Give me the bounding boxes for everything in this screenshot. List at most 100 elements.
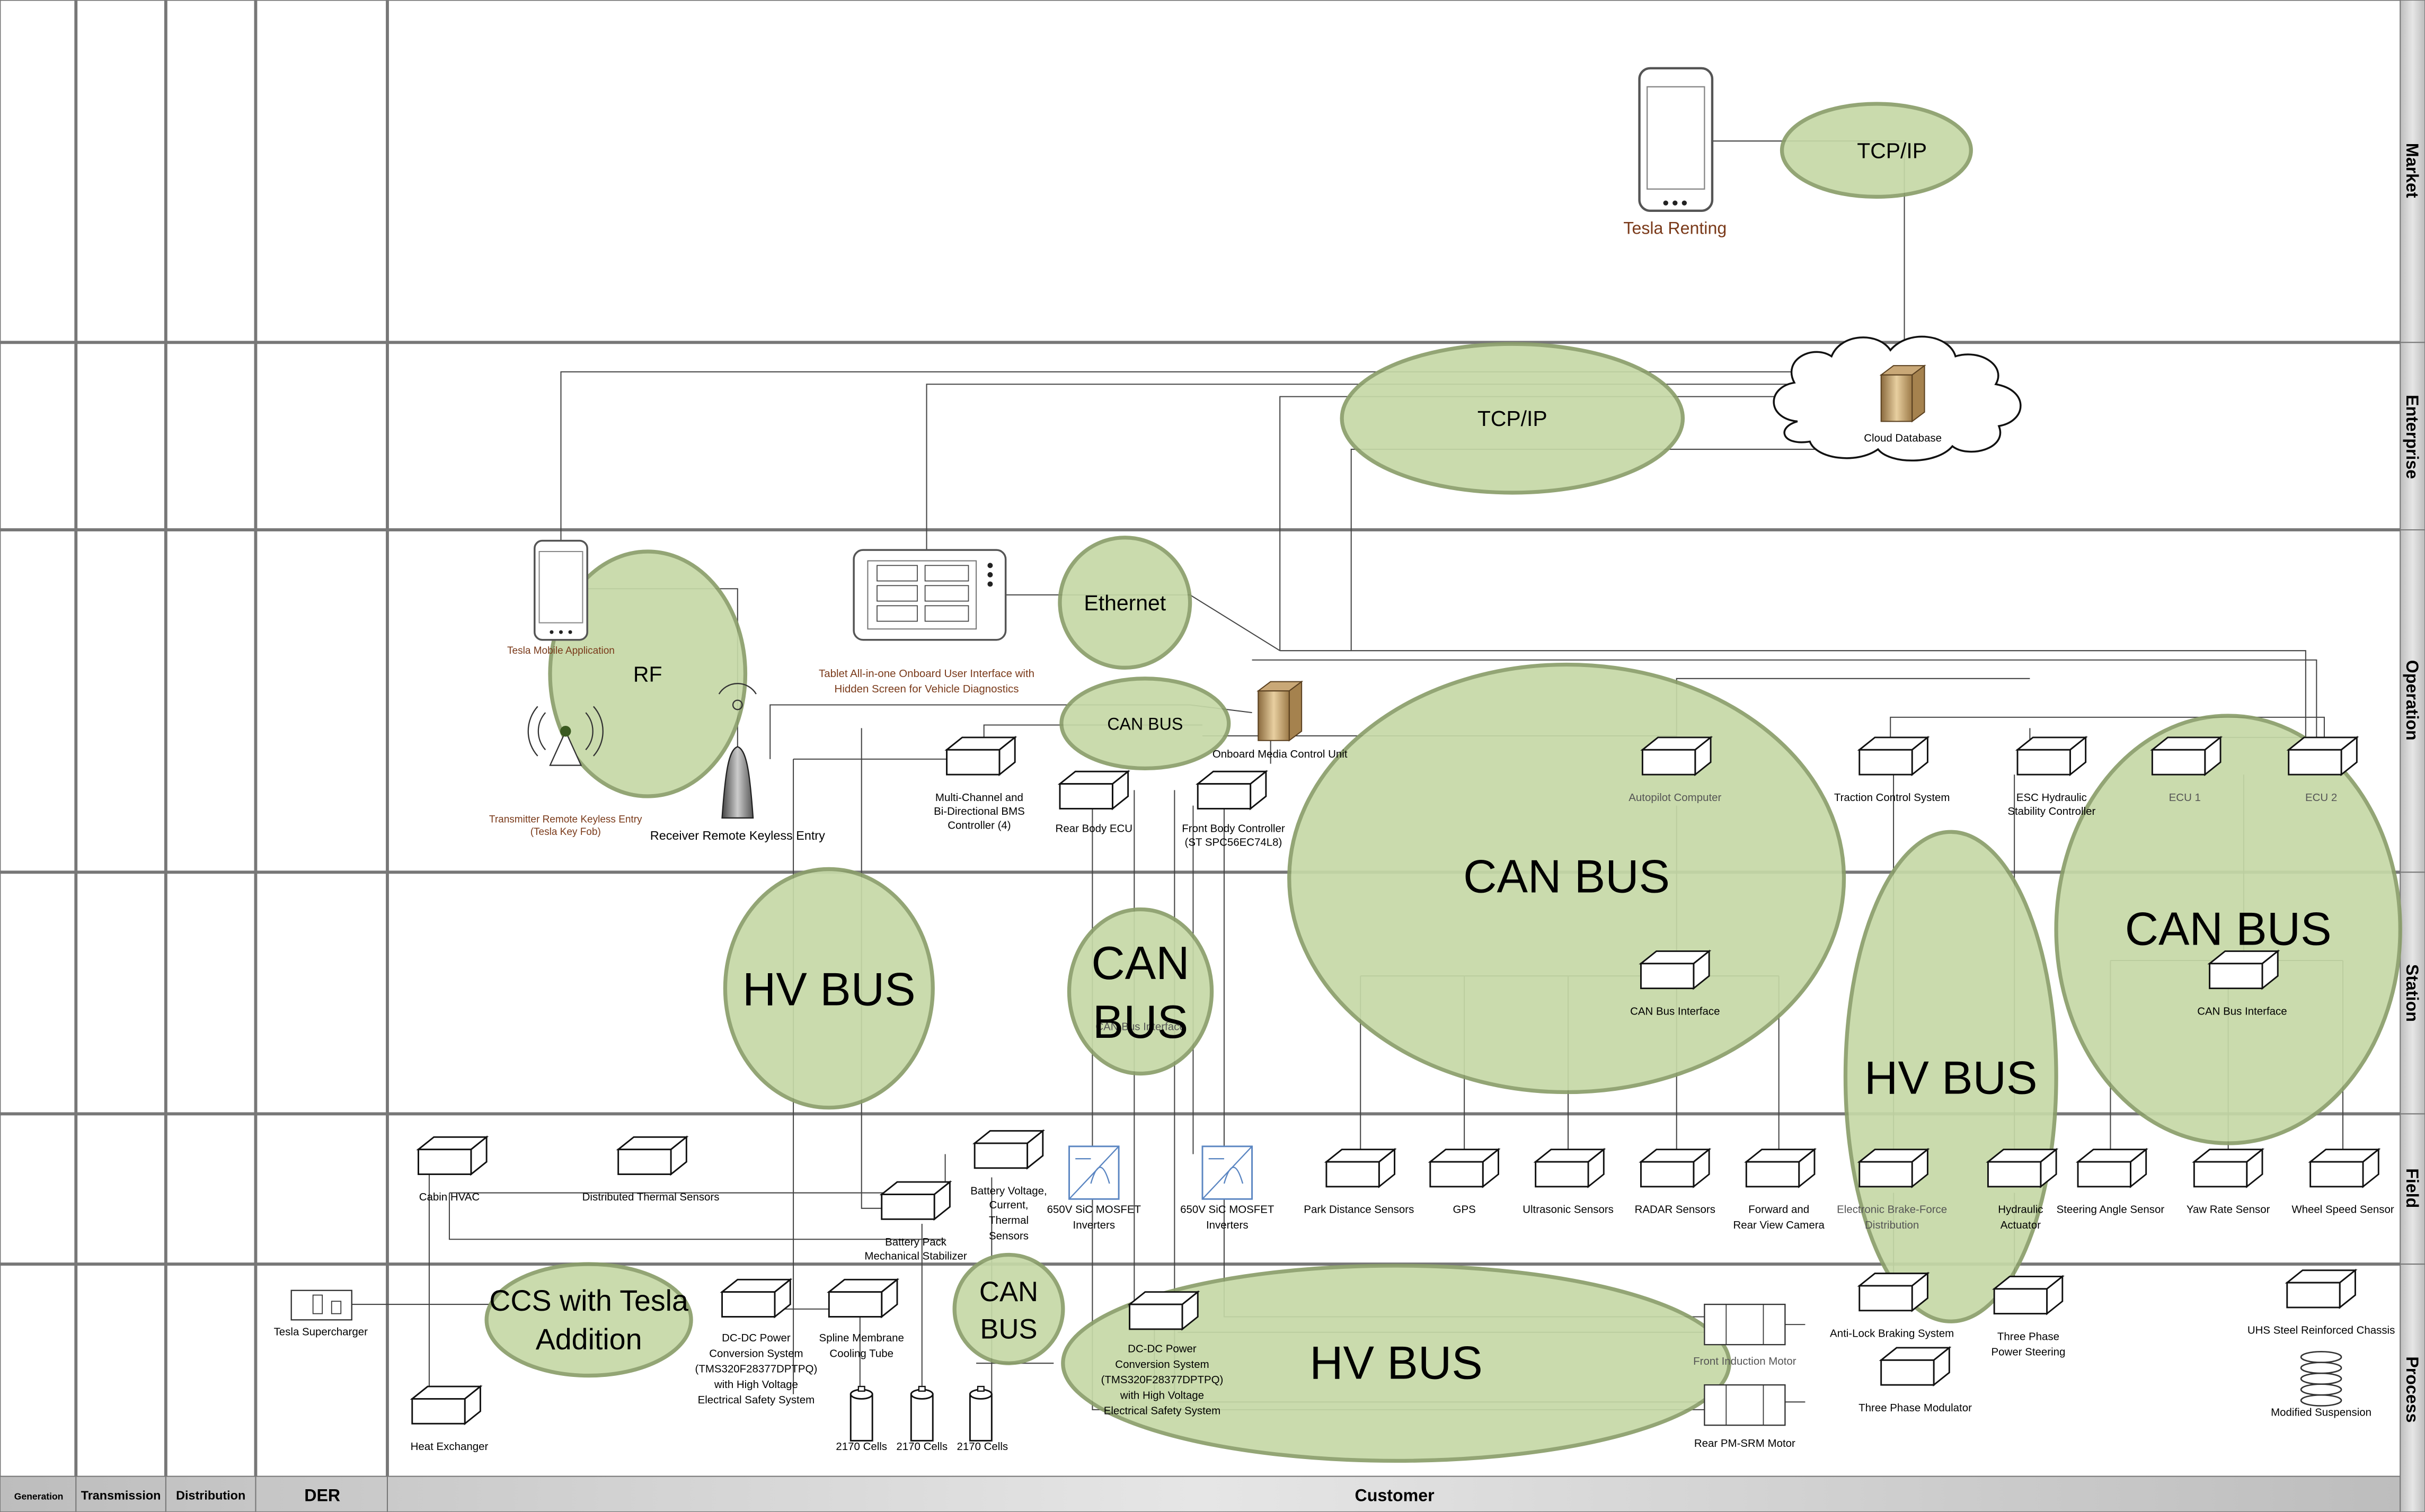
cell-2-icon [910,1385,934,1442]
mobile-phone-icon [534,539,588,641]
traction-control-label: Traction Control System [1834,791,1950,804]
lane-field: Field [2403,1168,2422,1208]
dcdc1-line1: DC-DC Power [722,1332,791,1344]
cells3-label: 2170 Cells [957,1440,1008,1453]
spline-tube-box [828,1278,898,1318]
transmitter-label-line2: (Tesla Key Fob) [530,826,601,838]
lane-bar: Market Enterprise Operation Station Fiel… [2400,0,2425,1512]
zone-hv-left [723,867,935,1110]
zone-can-small [1059,677,1231,771]
receiver-keyless-label: Receiver Remote Keyless Entry [650,829,825,842]
rear-body-ecu-box [1059,770,1129,810]
yaw-rate-box [2193,1149,2263,1188]
can-interface-right-label: CAN Bus Interface [2197,1005,2287,1017]
thermal-sensors-label: Distributed Thermal Sensors [582,1191,720,1203]
cabin-hvac-label: Cabin HVAC [419,1191,480,1203]
column-header-bar: Generation Transmission Distribution DER… [0,1475,2401,1512]
hydraulic-line1: Hydraulic [1998,1204,2043,1216]
inverter-icon-2 [1201,1145,1253,1200]
zone-rf-label: RF [633,662,662,687]
cells2-label: 2170 Cells [896,1440,948,1453]
zone-can-mid [1067,907,1214,1076]
battery-sensors-line3: Thermal [989,1214,1029,1226]
yaw-rate-label: Yaw Rate Sensor [2187,1204,2270,1216]
esc-label-line1: ESC Hydraulic [2016,791,2087,804]
battery-pack-box [881,1181,951,1220]
zone-can-right [2054,714,2402,1145]
battery-sensors-box [973,1130,1044,1169]
hydraulic-actuator-box [1987,1149,2057,1188]
zone-hv-right-label: HV BUS [1864,1052,2038,1104]
ecu1-label: ECU 1 [2169,791,2201,804]
hydraulic-line2: Actuator [2001,1219,2041,1231]
battery-sensors-line4: Sensors [989,1230,1029,1242]
dcdc1-line5: Electrical Safety System [698,1394,815,1406]
supercharger-icon [290,1289,352,1321]
park-sensors-label: Park Distance Sensors [1304,1204,1414,1216]
dcdc2-box [1129,1291,1199,1330]
zone-labels: TCP/IP TCP/IP Ethernet CAN BUS RF CAN BU… [489,138,2331,1389]
column-der: DER [304,1486,340,1505]
rear-motor-label: Rear PM-SRM Motor [1694,1437,1795,1449]
chassis-label: UHS Steel Reinforced Chassis [2247,1324,2395,1337]
tesla-renting-label: Tesla Renting [1623,219,1727,238]
can-interface-mid-label: CAN Bus Interface [1095,1021,1185,1033]
lane-market: Market [2403,143,2422,198]
dcdc1-line4: with High Voltage [714,1378,798,1391]
steering-angle-box [2077,1149,2147,1188]
tesla-renting-phone-icon [1638,67,1714,212]
battery-pack-line1: Battery Pack [885,1236,947,1248]
inverters2-line2: Inverters [1206,1219,1249,1231]
bms-label-line2: Bi-Directional BMS [934,805,1025,817]
steering-line2: Power Steering [1992,1346,2066,1358]
tablet-label-line1: Tablet All-in-one Onboard User Interface… [819,668,1034,680]
three-phase-modulator-label: Three Phase Modulator [1858,1402,1972,1414]
can-interface-big-label: CAN Bus Interface [1630,1005,1720,1017]
cloud-database-label: Cloud Database [1864,432,1942,444]
zone-can-right-label: CAN BUS [2125,903,2332,955]
zone-can-big [1287,662,1846,1095]
column-generation: Generation [14,1491,64,1502]
zone-tcp-enterprise [1340,342,1685,495]
spline-line2: Cooling Tube [829,1347,893,1359]
steering-line1: Three Phase [1997,1330,2059,1342]
ecu2-label: ECU 2 [2305,791,2337,804]
zone-hv-bottom [1061,1264,1731,1463]
dcdc2-line3: (TMS320F28377DPTPQ) [1101,1374,1224,1386]
wheel-speed-box [2309,1149,2379,1188]
lane-station: Station [2403,964,2422,1022]
ebd-line2: Distribution [1865,1219,1919,1231]
tesla-mobile-app-label: Tesla Mobile Application [507,645,615,656]
zone-can-small-label: CAN BUS [1107,714,1183,733]
receiver-pod-icon [718,683,757,819]
ecu1-box [2151,736,2222,776]
bms-label-line1: Multi-Channel and [935,791,1023,804]
ecu2-box [2288,736,2358,776]
traction-control-box [1858,736,1928,776]
antenna-icon [527,706,604,766]
front-body-label-line1: Front Body Controller [1182,822,1285,834]
three-phase-steering-box [1993,1275,2064,1315]
front-body-controller-box [1197,770,1267,810]
abs-label: Anti-Lock Braking System [1830,1327,1954,1339]
bms-label-line3: Controller (4) [948,819,1011,831]
ebd-box [1858,1149,1928,1188]
park-sensors-box [1325,1149,1396,1188]
zone-tcp-market [1780,102,1973,199]
heat-exchanger-box [411,1385,481,1425]
battery-sensors-line2: Current, [989,1199,1029,1211]
dcdc1-line2: Conversion System [709,1347,803,1359]
server-icon [1879,364,1926,423]
camera-line2: Rear View Camera [1733,1219,1825,1231]
lane-operation: Operation [2403,660,2422,741]
lane-enterprise: Enterprise [2403,395,2422,479]
can-interface-big-box [1640,950,1710,990]
onboard-media-label: Onboard Media Control Unit [1212,748,1348,760]
autopilot-computer-box [1641,736,1712,776]
esc-label-line2: Stability Controller [2007,805,2095,817]
media-server-icon [1256,680,1304,742]
spring-icon [2300,1350,2342,1407]
dcdc2-line1: DC-DC Power [1128,1343,1197,1355]
